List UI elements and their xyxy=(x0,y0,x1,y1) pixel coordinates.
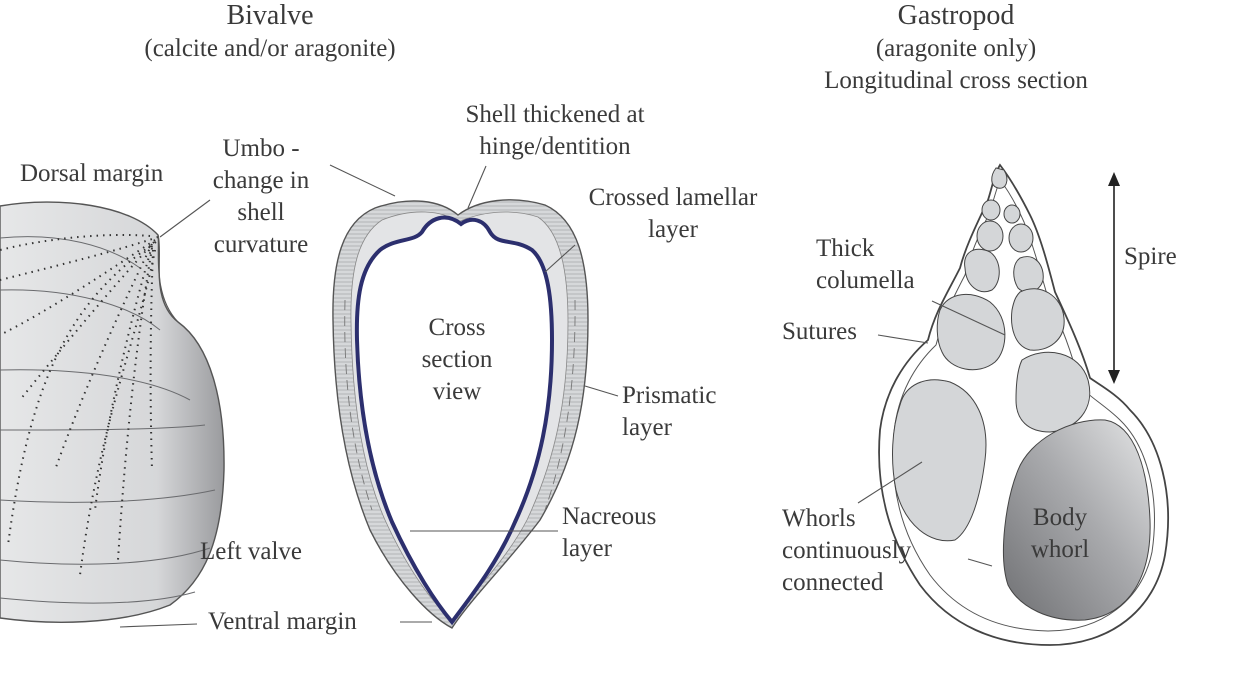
gastropod-leader-lines xyxy=(857,300,1006,567)
label-prismatic-layer: Prismatic layer xyxy=(622,382,717,441)
label-shell-thickened: Shell thickened at hinge/dentition xyxy=(465,101,645,160)
label-spire: Spire xyxy=(1124,243,1177,270)
label-dorsal-margin: Dorsal margin xyxy=(20,160,164,187)
bivalve-cross-section xyxy=(332,199,589,629)
label-thick-columella: Thick columella xyxy=(816,235,915,294)
bivalve-leader-lines xyxy=(119,164,619,628)
spire-arrow xyxy=(1108,172,1120,384)
label-body-whorl: Body whorl xyxy=(1030,504,1090,563)
gastropod-title: Gastropod xyxy=(897,0,1015,31)
label-cross-section-view: Cross section view xyxy=(421,314,493,405)
label-sutures: Sutures xyxy=(782,318,857,345)
gastropod-subtitle-material: (aragonite only) xyxy=(875,35,1037,62)
gastropod-subtitle-section: Longitudinal cross section xyxy=(824,67,1088,94)
bivalve-subtitle: (calcite and/or aragonite) xyxy=(144,35,396,62)
label-ventral-margin: Ventral margin xyxy=(208,608,357,635)
bivalve-left-valve xyxy=(0,201,225,623)
label-left-valve: Left valve xyxy=(200,538,303,565)
label-crossed-lamellar: Crossed lamellar layer xyxy=(588,184,758,243)
label-umbo: Umbo - change in shell curvature xyxy=(212,135,310,258)
gastropod-shell xyxy=(878,163,1169,646)
label-whorls-connected: Whorls continuously connected xyxy=(782,505,912,596)
label-nacreous-layer: Nacreous layer xyxy=(562,503,657,562)
bivalve-title: Bivalve xyxy=(226,0,314,31)
